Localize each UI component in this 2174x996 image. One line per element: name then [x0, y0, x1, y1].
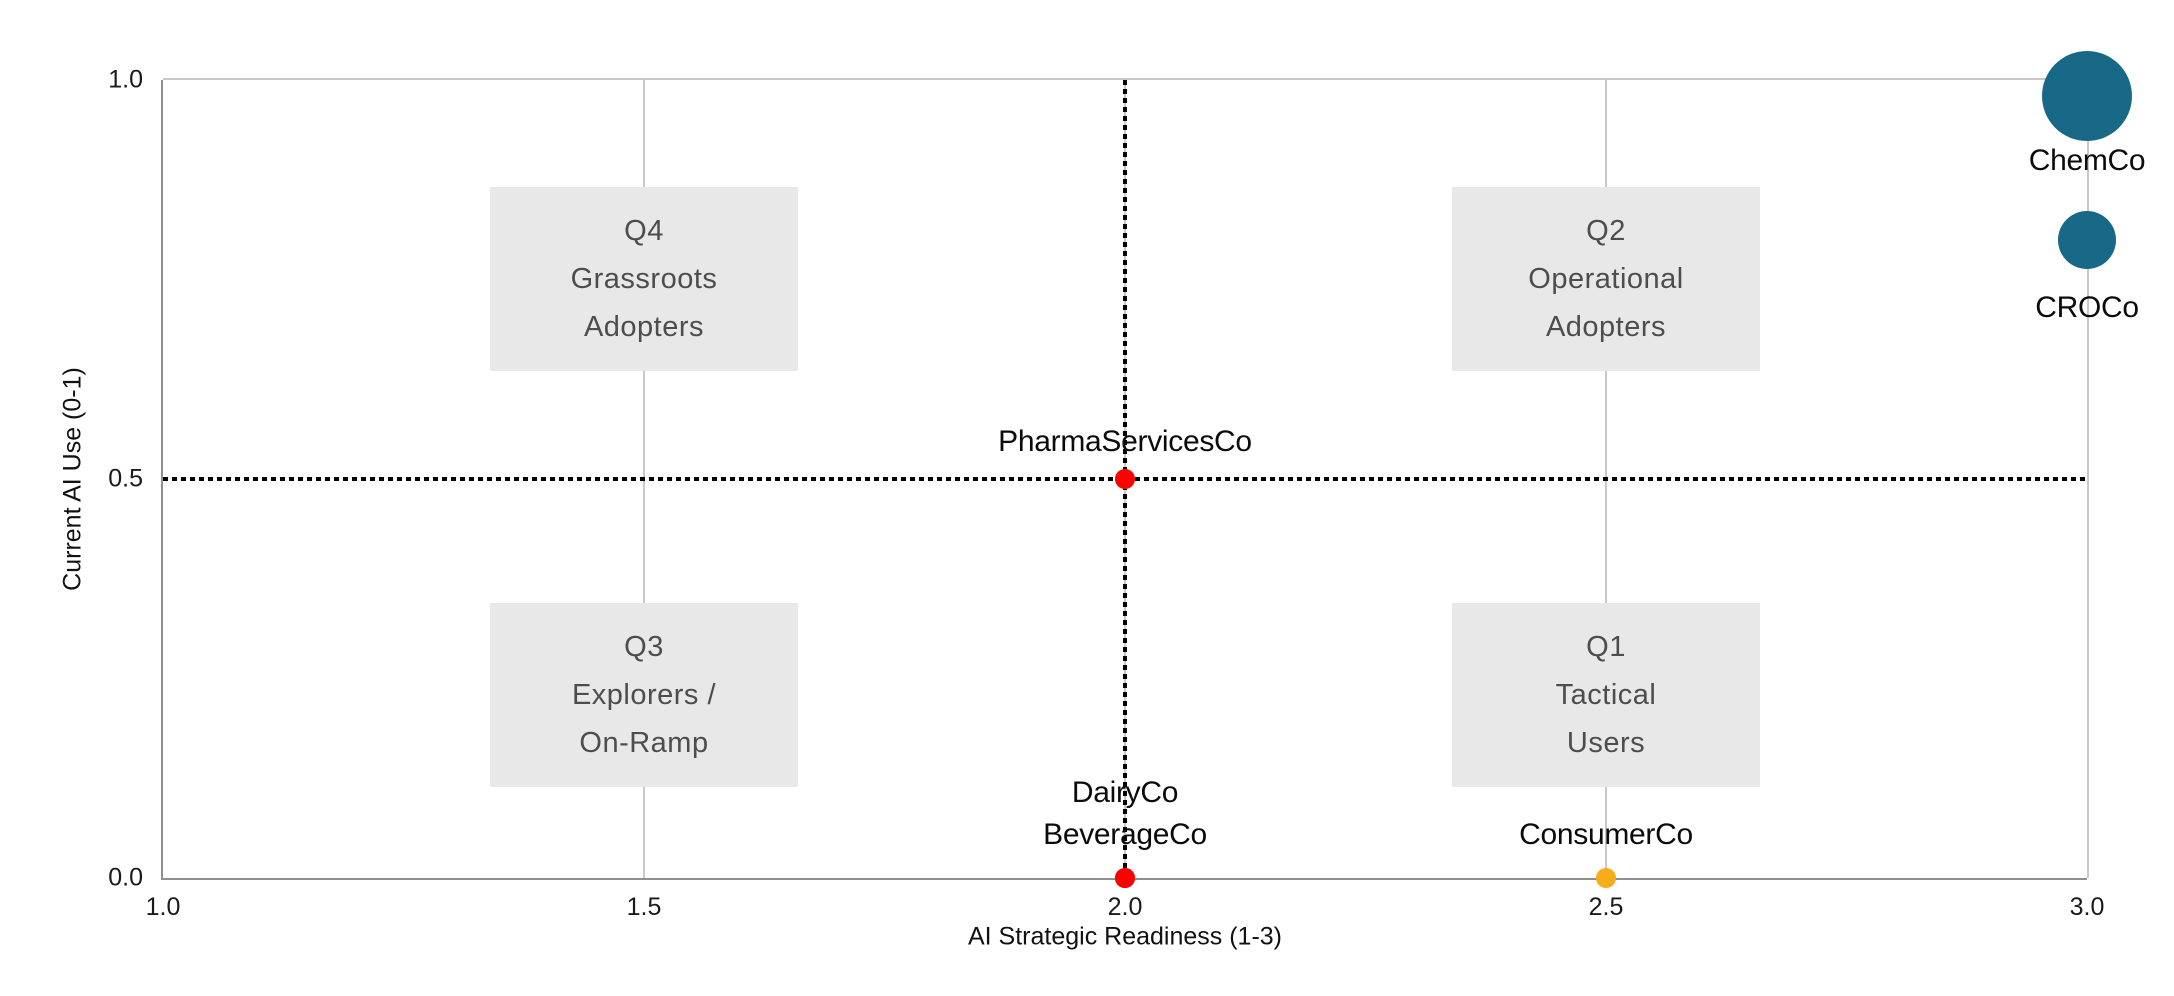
data-point-consumerco [1596, 868, 1616, 888]
quadrant-label-line: Q1 [1586, 631, 1626, 664]
x-tick-2.0: 2.0 [1107, 893, 1143, 921]
quadrant-label-line: Q3 [624, 631, 664, 664]
quadrant-label-line: Tactical [1555, 679, 1657, 712]
y-axis-title: Current AI Use (0-1) [58, 367, 87, 591]
data-point-label-dairyco: DairyCo [1071, 776, 1179, 809]
data-point-croco [2058, 210, 2116, 269]
quadrant-label-line: Adopters [1545, 310, 1667, 343]
quadrant-label-line: Operational [1528, 262, 1684, 295]
x-tick-2.5: 2.5 [1588, 893, 1624, 921]
data-point-beverageco [1115, 868, 1135, 888]
data-point-label-pharmaservicesco: PharmaServicesCo [998, 425, 1252, 458]
data-point-label-consumerco: ConsumerCo [1519, 818, 1693, 851]
quadrant-label-line: Adopters [583, 310, 705, 343]
x-tick-1.0: 1.0 [145, 893, 181, 921]
quadrant-label-line: Q4 [624, 214, 664, 247]
data-point-pharmaservicesco [1115, 469, 1135, 489]
x-tick-1.5: 1.5 [626, 893, 662, 921]
quadrant-label-line: Users [1566, 727, 1646, 760]
data-point-label-chemco: ChemCo [2028, 143, 2146, 177]
data-point-label-beverageco: BeverageCo [1043, 818, 1207, 851]
frame-right [2087, 80, 2089, 878]
quadrant-label-line: Q2 [1586, 214, 1626, 247]
x-axis-title: AI Strategic Readiness (1-3) [967, 922, 1283, 951]
y-tick-0.0: 0.0 [108, 863, 143, 892]
quadrant-label-line: Explorers / [571, 679, 717, 712]
y-tick-0.5: 0.5 [108, 464, 143, 493]
data-point-chemco [2042, 50, 2132, 141]
frame-top [163, 78, 2087, 80]
x-tick-3.0: 3.0 [2069, 893, 2105, 921]
y-tick-1.0: 1.0 [108, 65, 143, 94]
quadrant-label-line: Grassroots [570, 262, 718, 295]
data-point-label-croco: CROCo [2035, 290, 2139, 324]
quadrant-label-line: On-Ramp [579, 727, 709, 760]
y-axis-line [161, 80, 163, 880]
